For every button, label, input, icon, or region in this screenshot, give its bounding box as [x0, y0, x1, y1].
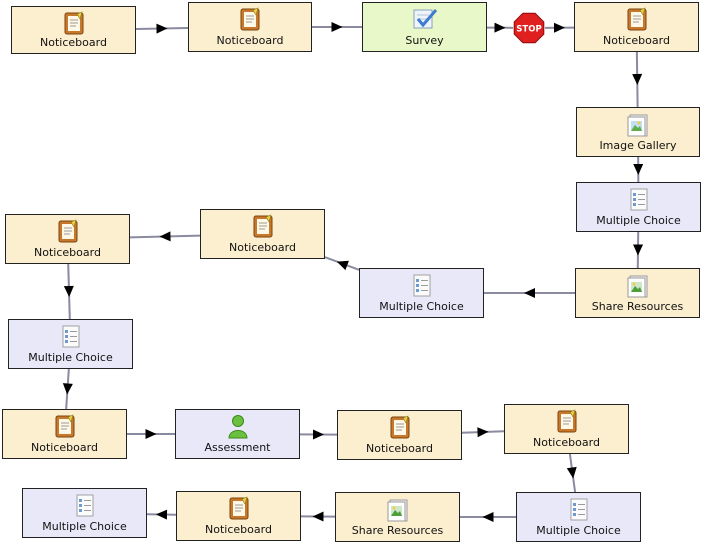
node-label: Noticeboard: [216, 34, 284, 47]
node-label: Share Resources: [351, 524, 444, 537]
arrowhead: [159, 231, 171, 242]
connector-n13-n14: [299, 429, 338, 440]
node-noticeboard[interactable]: Noticeboard: [2, 409, 127, 459]
node-label: Multiple Choice: [379, 300, 464, 313]
arrowhead: [145, 429, 157, 439]
noticeboard-icon: [556, 409, 578, 437]
node-noticeboard[interactable]: Noticeboard: [504, 404, 629, 454]
node-label: Noticeboard: [229, 241, 296, 254]
node-image-gallery[interactable]: Image Gallery: [576, 107, 700, 157]
noticeboard-icon: [252, 214, 274, 242]
image-gallery-icon: [626, 112, 650, 142]
node-noticeboard[interactable]: Noticeboard: [574, 2, 699, 52]
node-multiple-choice[interactable]: Multiple Choice: [516, 492, 641, 542]
connector-n3-stop: [486, 22, 514, 33]
noticeboard-icon: [228, 496, 250, 524]
node-noticeboard[interactable]: Noticeboard: [11, 6, 136, 54]
connector-n6-n7: [633, 231, 644, 269]
connector-n2-n3: [312, 22, 362, 32]
arrowhead: [553, 22, 565, 33]
multiple-choice-icon: [74, 493, 96, 523]
noticeboard-icon: [57, 219, 79, 247]
arrowhead: [336, 260, 349, 271]
arrowhead: [494, 22, 506, 33]
multiple-choice-icon: [568, 497, 590, 527]
node-label: Noticeboard: [40, 36, 107, 49]
connector-stop-n4: [544, 22, 575, 33]
node-multiple-choice[interactable]: Multiple Choice: [359, 268, 484, 318]
arrowhead: [566, 466, 577, 479]
connector-n8-n9: [324, 256, 360, 271]
node-label: Survey: [405, 34, 444, 47]
node-label: Multiple Choice: [42, 520, 127, 533]
arrowhead: [524, 288, 535, 298]
arrowhead: [632, 73, 643, 85]
node-multiple-choice[interactable]: Multiple Choice: [22, 488, 147, 538]
node-share-resources[interactable]: Share Resources: [575, 268, 700, 318]
noticeboard-icon: [63, 11, 85, 39]
multiple-choice-icon: [60, 324, 82, 354]
node-multiple-choice[interactable]: Multiple Choice: [8, 319, 133, 369]
node-label: Noticeboard: [603, 34, 670, 47]
noticeboard-icon: [389, 415, 411, 443]
multiple-choice-icon: [411, 273, 433, 303]
connector-n14-n15: [461, 427, 505, 438]
node-label: Noticeboard: [205, 523, 272, 536]
node-noticeboard[interactable]: Noticeboard: [188, 2, 312, 52]
node-label: Share Resources: [591, 300, 684, 313]
arrowhead: [331, 22, 343, 32]
arrowhead: [63, 285, 74, 297]
node-multiple-choice[interactable]: Multiple Choice: [576, 182, 701, 232]
node-noticeboard[interactable]: Noticeboard: [200, 209, 325, 259]
node-label: Image Gallery: [599, 139, 677, 152]
connector-n18-n19: [146, 509, 177, 520]
share-resources-icon: [626, 273, 650, 303]
node-label: Noticeboard: [366, 442, 433, 455]
connector-n7-n8: [484, 288, 575, 298]
node-noticeboard[interactable]: Noticeboard: [337, 410, 462, 460]
node-label: Assessment: [204, 441, 271, 454]
arrowhead: [312, 429, 324, 440]
survey-check-icon: [411, 7, 439, 35]
stop-label: STOP: [516, 25, 541, 35]
node-label: Multiple Choice: [596, 214, 681, 227]
node-label: Multiple Choice: [536, 524, 621, 537]
noticeboard-icon: [626, 7, 648, 35]
connector-n9-n10: [129, 231, 201, 242]
node-label: Noticeboard: [34, 246, 101, 259]
assessment-person-icon: [227, 414, 249, 444]
arrowhead: [477, 427, 489, 438]
node-noticeboard[interactable]: Noticeboard: [5, 214, 130, 264]
connector-n15-n16: [566, 453, 577, 493]
connector-n1-n2: [135, 23, 189, 34]
connector-n17-n18: [300, 511, 336, 522]
noticeboard-icon: [54, 414, 76, 442]
node-label: Noticeboard: [533, 436, 600, 449]
arrowhead: [312, 511, 324, 522]
connector-n11-n12: [62, 368, 73, 410]
connector-n5-n6: [633, 156, 644, 183]
connector-n12-n13: [127, 429, 175, 439]
connector-n10-n11: [63, 263, 74, 320]
node-label: Noticeboard: [31, 441, 98, 454]
share-resources-icon: [386, 497, 410, 527]
node-assessment[interactable]: Assessment: [175, 409, 300, 459]
node-label: Multiple Choice: [28, 351, 113, 364]
arrowhead: [633, 244, 644, 256]
node-share-resources[interactable]: Share Resources: [335, 492, 460, 542]
stop-sign-icon[interactable]: STOP: [513, 12, 545, 44]
connector-n16-n17: [460, 512, 516, 522]
arrowhead: [482, 512, 494, 522]
connector-n4-n5: [632, 51, 643, 108]
arrowhead: [156, 509, 168, 520]
arrowhead: [633, 163, 644, 175]
noticeboard-icon: [239, 7, 261, 35]
arrowhead: [156, 23, 168, 34]
multiple-choice-icon: [628, 187, 650, 217]
arrowhead: [62, 383, 73, 395]
node-noticeboard[interactable]: Noticeboard: [176, 491, 301, 541]
node-survey[interactable]: Survey: [362, 2, 487, 52]
